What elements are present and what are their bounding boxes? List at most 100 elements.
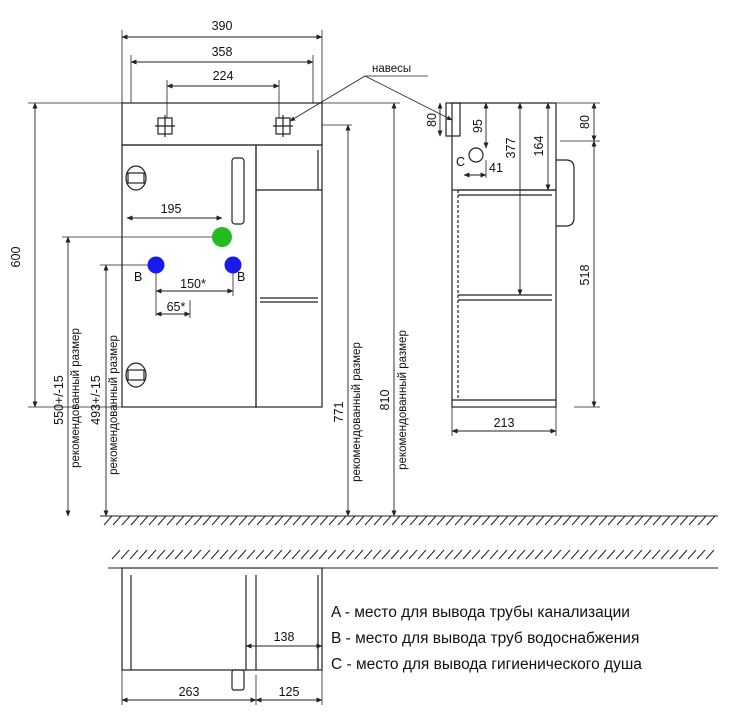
- hatch-line: [237, 549, 247, 560]
- hatch-line: [274, 515, 284, 526]
- hatch-line: [246, 549, 256, 560]
- water-marker-b-left: [147, 256, 165, 274]
- hatch-line: [517, 515, 527, 526]
- hatch-line: [498, 549, 508, 560]
- hatch-line: [508, 515, 518, 526]
- hatch-line: [120, 549, 130, 560]
- hatch-line: [606, 549, 616, 560]
- hatch-line: [138, 549, 148, 560]
- hatch-line: [642, 549, 652, 560]
- hatch-line: [696, 549, 706, 560]
- hatch-line: [580, 515, 590, 526]
- side-top-block: [445, 102, 461, 137]
- hatch-line: [534, 549, 544, 560]
- hatch-line: [499, 515, 509, 526]
- hatch-line: [282, 549, 292, 560]
- hatch-line: [264, 549, 274, 560]
- dim-water-spacing: 150*: [180, 277, 206, 291]
- hatch-line: [579, 549, 589, 560]
- hatch-line: [669, 549, 679, 560]
- hatch-line: [408, 549, 418, 560]
- hatch-line: [570, 549, 580, 560]
- hatch-line: [210, 549, 220, 560]
- hatch-line: [355, 515, 365, 526]
- legend-item-c: C - место для вывода гигиенического душа: [331, 656, 642, 673]
- door-handle: [231, 157, 245, 225]
- hatch-line: [543, 549, 553, 560]
- dim-height-total: 600: [9, 247, 23, 268]
- hinge-bottom: [125, 362, 147, 388]
- hatch-line: [454, 515, 464, 526]
- shower-marker-c: [468, 147, 484, 163]
- dim-mount-height: 771: [332, 402, 346, 423]
- hatch-line: [130, 515, 140, 526]
- hatch-line: [373, 515, 383, 526]
- dim-right-width: 125: [279, 685, 300, 699]
- hatch-line: [265, 515, 275, 526]
- hatch-line: [490, 515, 500, 526]
- floor-lower: [108, 549, 718, 569]
- dim-left-width: 263: [179, 685, 200, 699]
- label-hangers: навесы: [372, 63, 411, 75]
- hatch-line: [363, 549, 373, 560]
- hatch-line: [678, 549, 688, 560]
- hatch-line: [706, 515, 716, 526]
- side-body: [451, 189, 557, 408]
- dim-water-height: 493+/-15: [89, 375, 103, 425]
- hatch-line: [175, 515, 185, 526]
- hatch-line: [471, 549, 481, 560]
- hatch-line: [201, 549, 211, 560]
- hatch-line: [300, 549, 310, 560]
- floor-upper: [100, 515, 718, 526]
- hatch-line: [327, 549, 337, 560]
- label-b-left: B: [134, 270, 142, 284]
- hatch-line: [202, 515, 212, 526]
- dim-shower-height: 95: [471, 119, 485, 133]
- hatch-line: [552, 549, 562, 560]
- hatch-line: [481, 515, 491, 526]
- dim-shower-offset: 41: [489, 161, 503, 175]
- hatch-line: [687, 549, 697, 560]
- hatch-line: [426, 549, 436, 560]
- hatch-line: [598, 515, 608, 526]
- hatch-line: [238, 515, 248, 526]
- water-marker-b-right: [224, 256, 242, 274]
- note-top-height: рекомендованный размер: [397, 330, 409, 470]
- hatch-line: [661, 515, 671, 526]
- hatch-line: [364, 515, 374, 526]
- hatch-line: [697, 515, 707, 526]
- dim-drain-height: 550+/-15: [52, 375, 66, 425]
- hatch-line: [247, 515, 257, 526]
- top-panel: [121, 102, 323, 146]
- hatch-line: [651, 549, 661, 560]
- bottom-outline: [121, 567, 323, 671]
- legend-item-b: B - место для вывода труб водоснабжения: [331, 630, 639, 647]
- hatch-line: [553, 515, 563, 526]
- hatch-line: [346, 515, 356, 526]
- hatch-line: [193, 515, 203, 526]
- hatch-line: [435, 549, 445, 560]
- hatch-line: [336, 549, 346, 560]
- legend-item-a: A - место для вывода трубы канализации: [331, 604, 630, 621]
- hatch-line: [670, 515, 680, 526]
- dim-inner-offset: 138: [274, 630, 295, 644]
- hatch-line: [328, 515, 338, 526]
- hatch-line: [616, 515, 626, 526]
- hatch-line: [516, 549, 526, 560]
- hatch-line: [139, 515, 149, 526]
- hatch-line: [444, 549, 454, 560]
- hatch-line: [318, 549, 328, 560]
- hatch-line: [417, 549, 427, 560]
- hatch-line: [147, 549, 157, 560]
- hatch-line: [652, 515, 662, 526]
- label-b-right: B: [237, 270, 245, 284]
- hatch-line: [381, 549, 391, 560]
- hatch-line: [166, 515, 176, 526]
- dim-right-top: 80: [578, 115, 592, 129]
- hatch-line: [705, 549, 715, 560]
- hatch-line: [229, 515, 239, 526]
- hatch-line: [121, 515, 131, 526]
- hatch-line: [660, 549, 670, 560]
- hatch-line: [453, 549, 463, 560]
